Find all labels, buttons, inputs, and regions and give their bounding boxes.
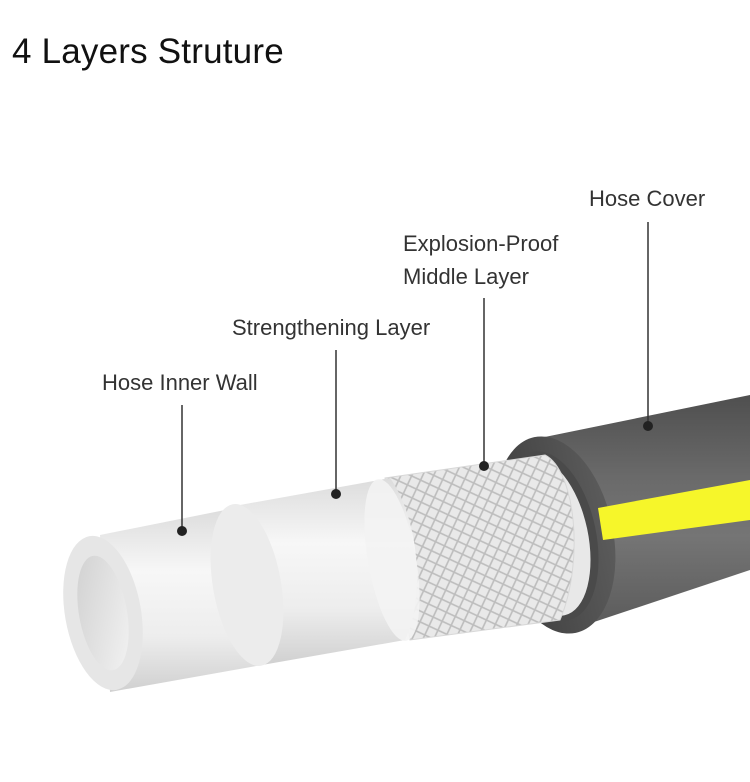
label-hose-cover-text: Hose Cover: [589, 186, 706, 211]
yellow-stripe: [598, 480, 750, 540]
leader-strengthening: [331, 350, 341, 499]
strengthening-layer: [240, 478, 420, 665]
label-explosion-proof-line1: Explosion-Proof: [403, 231, 559, 256]
label-explosion-proof-line2: Middle Layer: [403, 264, 529, 289]
label-strengthening-text: Strengthening Layer: [232, 315, 431, 340]
leader-inner-wall: [177, 405, 187, 536]
leader-hose-cover: [643, 222, 653, 431]
label-inner-wall: Hose Inner Wall: [102, 366, 258, 399]
inner-wall-layer: [63, 504, 284, 692]
leader-explosion-proof: [479, 298, 489, 471]
label-strengthening: Strengthening Layer: [232, 311, 430, 344]
label-hose-cover: Hose Cover: [589, 182, 705, 215]
label-inner-wall-text: Hose Inner Wall: [102, 370, 258, 395]
label-explosion-proof: Explosion-Proof Middle Layer: [403, 227, 558, 293]
page-title: 4 Layers Struture: [12, 32, 284, 71]
